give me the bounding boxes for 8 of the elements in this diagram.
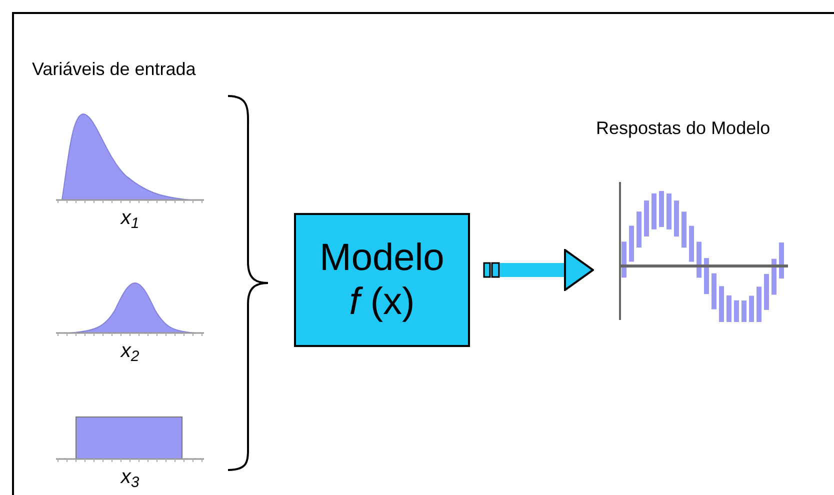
model-text: f (x) [349, 280, 415, 324]
variable-label: x$_{2}$ [120, 339, 140, 363]
model-box [294, 213, 470, 347]
section-heading: Variáveis de entrada [32, 58, 196, 81]
variable-label: x$_{1}$ [120, 206, 140, 230]
variable-label: x$_{3}$ [120, 465, 140, 489]
model-text: Modelo [320, 236, 444, 280]
output-heading: Respostas do Modelo [596, 117, 772, 140]
